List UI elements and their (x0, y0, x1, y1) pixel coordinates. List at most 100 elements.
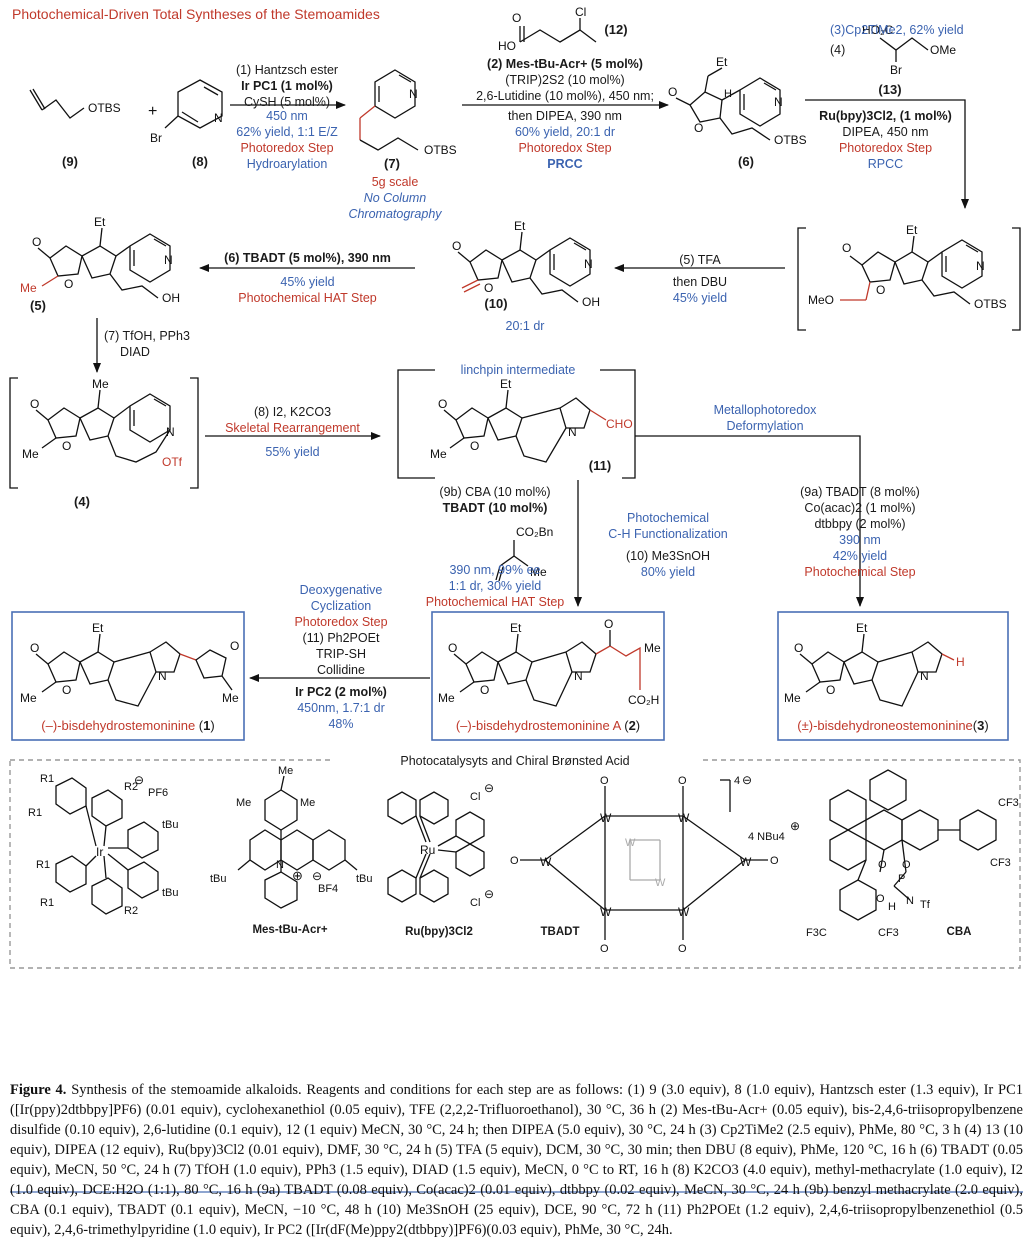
bracket-left-4 (9, 377, 18, 489)
step-2-conditions: (2) Mes-tBu-Acr+ (5 mol%) (TRIP)2S2 (10 … (462, 56, 668, 104)
figure-caption: Figure 4. Synthesis of the stemoamide al… (10, 1080, 1023, 1240)
et-label-2: Et (510, 621, 522, 635)
o-atom-6-ring: O (694, 121, 703, 135)
compound-5-structure (37, 227, 171, 299)
o-atom-4-ring: O (62, 439, 71, 453)
n-atom-7: N (409, 87, 418, 101)
product-name-3: (±)-bisdehydroneostemoninine(3) (797, 718, 989, 733)
step-1-line-3: CySH (5 mol%) (243, 95, 331, 109)
n-atom-acr: N (276, 859, 284, 871)
step-11-line-4: (11) Ph2POEt (302, 631, 380, 645)
tbu-label-acr-a: tBu (210, 873, 227, 885)
product-box-3 (777, 611, 1009, 741)
step-5-results: then DBU 45% yield (615, 274, 785, 306)
step-9b-conditions: (9b) CBA (10 mol%) TBADT (10 mol%) (420, 484, 570, 516)
o-atom-2-ring: O (480, 683, 489, 697)
product-name-1: (–)-bisdehydrostemoninine (1) (41, 718, 215, 733)
compound-13-id: 13 (882, 82, 898, 97)
compound-10-id: 10 (488, 296, 504, 311)
o-atom-12: O (512, 11, 521, 25)
ome-label-13: OMe (930, 43, 956, 57)
co2bn-label: CO₂Bn (516, 525, 553, 539)
br-atom-13: Br (890, 63, 902, 77)
cl-label-ru-a: Cl (470, 791, 480, 803)
compound-number-8: (8) (192, 154, 208, 169)
cho-label-11: CHO (606, 417, 633, 431)
linchpin-label: linchpin intermediate (460, 363, 576, 377)
arrow-step-3-4 (805, 99, 969, 209)
ir-photocatalyst-structure (55, 777, 159, 915)
o-atom-1-carbonyl: O (30, 641, 39, 655)
o-atom-2-ketone: O (604, 617, 613, 631)
deformylation-line-2: Deformylation (726, 419, 804, 433)
n-atom-8: N (214, 111, 223, 125)
me-label-2: Me (438, 691, 455, 705)
tbadt-charge-4: 4 (734, 775, 740, 787)
compound-13-structure (879, 37, 929, 62)
step-4-label: (4) (830, 43, 846, 57)
compound-5-id: 5 (34, 298, 42, 313)
bracket-left-intermediate (797, 227, 806, 331)
product-box-1 (11, 611, 245, 741)
et-label-6: Et (716, 55, 728, 69)
w-atom-g: W (625, 837, 636, 849)
step-3-conditions: (3)Cp2TiMe2, 62% yield (4) (830, 22, 990, 58)
cl-charge-b: ⊖ (484, 887, 494, 901)
oh-label-10: OH (582, 295, 600, 309)
step-2-line-7: PRCC (547, 157, 583, 171)
tbu-label-acr-b: tBu (356, 873, 373, 885)
cba-structure (829, 769, 997, 921)
o-atom-w-right: O (770, 855, 779, 867)
h-atom-3: H (956, 655, 965, 669)
linchpin-bracket-right (600, 369, 636, 479)
step-11-line-9: 48% (328, 717, 354, 731)
bracket-right-4 (190, 377, 199, 489)
me-label-3: Me (784, 691, 801, 705)
step-1-line-1: (1) Hantzsch ester (235, 63, 339, 77)
p-atom-cba: P (898, 873, 905, 885)
compound-10-structure (457, 231, 591, 303)
w-atom-h: W (655, 877, 666, 889)
nbu4-label: 4 NBu4 (748, 831, 785, 843)
step-7-conditions: (7) TfOH, PPh3 DIAD (104, 328, 204, 360)
n-atom-11: N (568, 425, 577, 439)
benzyl-methacrylate-structure (495, 540, 529, 582)
r2-label-a: R2 (124, 781, 138, 793)
cl-atom-12: Cl (575, 5, 586, 19)
step-4-line-1: Ru(bpy)3Cl2, (1 mol%) (819, 109, 952, 123)
photocatalyst-heading: Photocatalysyts and Chiral Brønsted Acid (330, 753, 700, 769)
et-label-5: Et (94, 215, 106, 229)
step-11-line-6: Collidine (317, 663, 365, 677)
o-atom-w-left: O (510, 855, 519, 867)
compound-9-structure (29, 88, 85, 119)
step-9a-line-2: Co(acac)2 (1 mol%) (804, 501, 916, 515)
pf6-label: PF6 (148, 787, 168, 799)
step-9a-conditions: (9a) TBADT (8 mol%) Co(acac)2 (1 mol%) d… (770, 484, 950, 580)
o-atom-w-top-a: O (600, 775, 609, 787)
compound-number-11: (11) (588, 458, 612, 473)
step-4-line-4: RPCC (867, 157, 904, 171)
w-atom-f: W (678, 905, 690, 919)
step-5-line-1: (5) TFA (679, 253, 721, 267)
compound-number-7: (7) (384, 156, 400, 171)
step-11-line-5: TRIP-SH (316, 647, 366, 661)
acr-charge: ⊕ (292, 868, 303, 883)
tf-label-cba: Tf (920, 899, 931, 911)
compound-6-id: 6 (742, 154, 750, 169)
h-atom-cba: H (888, 901, 896, 913)
mes-acridinium-structure (237, 775, 358, 909)
o-atom-3-ring: O (826, 683, 835, 697)
compound-6-structure (675, 67, 781, 141)
deformylation-label: Metallophotoredox Deformylation (690, 402, 840, 434)
nbu4-charge: ⊕ (790, 819, 800, 833)
compound-8-structure (164, 79, 223, 129)
step-11-line-8: 450nm, 1.7:1 dr (297, 701, 385, 715)
product-2-number: 2 (628, 718, 636, 733)
plus-sign: + (148, 103, 157, 120)
deformylation-line-1: Metallophotoredox (713, 403, 817, 417)
step-11-line-2: Cyclization (310, 599, 372, 613)
o-atom-w-bottom-b: O (678, 943, 687, 955)
co2h-label-2: CO₂H (628, 693, 659, 707)
ir-atom: Ir (96, 845, 103, 859)
compound-12-structure (519, 18, 597, 43)
